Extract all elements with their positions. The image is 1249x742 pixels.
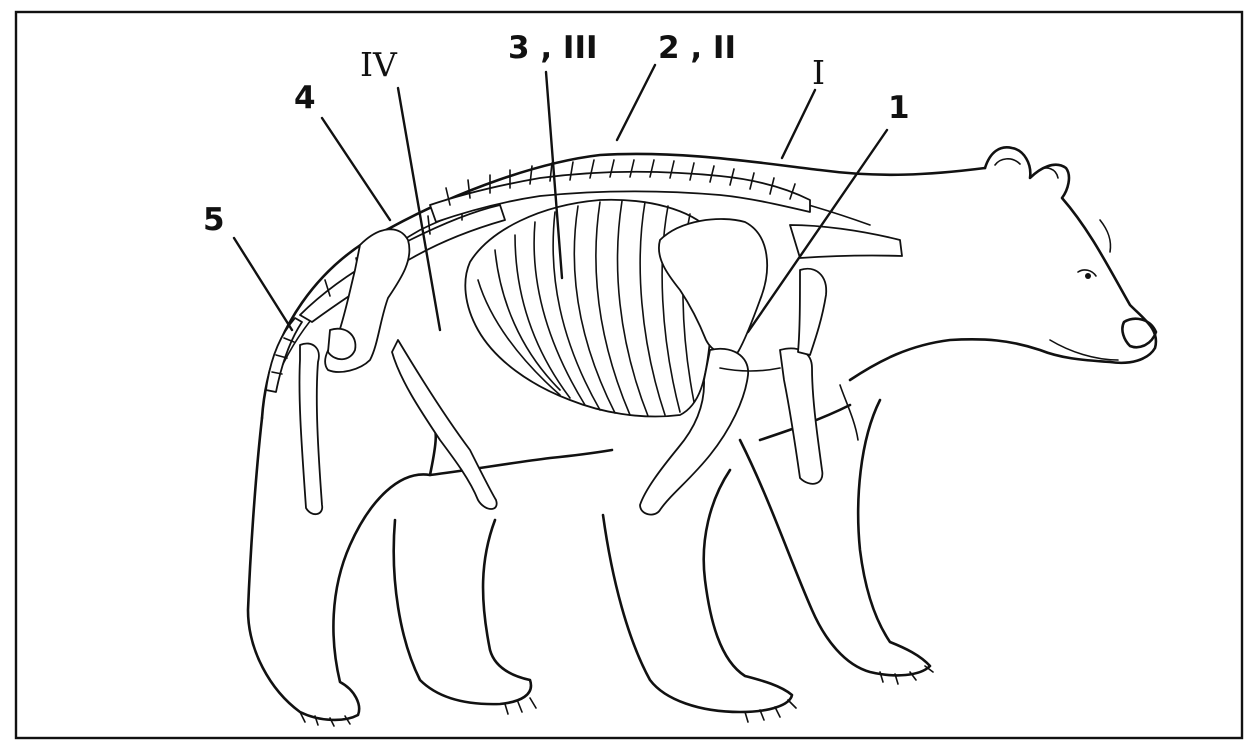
cervical-vertebrae xyxy=(790,225,902,258)
hind-leg-near xyxy=(248,410,436,720)
label-2-II: 2 , II xyxy=(658,30,736,66)
eye-icon xyxy=(1085,273,1091,279)
label-1: 1 xyxy=(888,90,910,126)
head-contour xyxy=(850,147,1156,380)
hind-leg-far xyxy=(394,520,531,704)
label-5: 5 xyxy=(203,202,225,238)
foreleg-near xyxy=(603,470,792,712)
leader-4 xyxy=(322,118,390,220)
foreleg-far xyxy=(740,400,930,675)
leader-5 xyxy=(234,238,292,330)
nose xyxy=(1122,319,1156,347)
label-I: I xyxy=(812,53,825,92)
leader-2-II xyxy=(617,65,655,140)
leader-I xyxy=(782,90,815,158)
tibia xyxy=(392,340,497,509)
ear-inner xyxy=(995,159,1020,165)
hip-joint xyxy=(328,329,355,360)
label-IV: IV xyxy=(360,45,398,84)
label-3-III: 3 , III xyxy=(508,30,598,66)
shoulder-line xyxy=(840,385,858,440)
brow xyxy=(1100,220,1111,252)
tail-vertebrae xyxy=(266,318,302,392)
radius-far xyxy=(780,348,822,483)
label-4: 4 xyxy=(294,80,316,116)
skeleton xyxy=(266,160,902,515)
femur xyxy=(299,344,322,515)
scapula-far xyxy=(798,269,826,355)
